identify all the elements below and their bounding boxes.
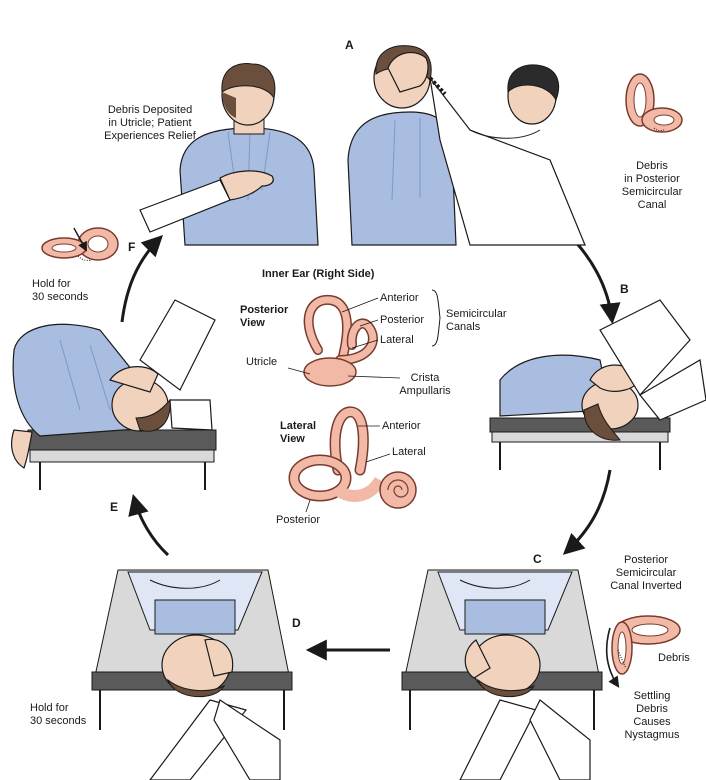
step-label-a: A: [345, 38, 354, 52]
ear-icon-canal-inverted: [605, 615, 681, 688]
step-label-f: F: [128, 240, 136, 254]
label-debris-c: Debris: [658, 652, 690, 664]
ear-icon-debris-posterior: [625, 73, 683, 133]
label-hold-f: Hold for 30 seconds: [32, 278, 89, 303]
ear-icon-debris-utricle: [41, 227, 119, 261]
label-crista-ampullaris: Crista Ampullaris: [399, 372, 451, 397]
panel-e-lying-on-side: [11, 299, 217, 490]
step-label-d: D: [292, 616, 301, 630]
panel-a-seated-patient-examiner: [347, 45, 586, 246]
inner-ear-lateral-view-diagram: [288, 406, 417, 513]
label-anterior-lateral-view: Anterior: [382, 420, 421, 432]
label-lateral-view: Lateral View: [280, 420, 317, 445]
label-semicircular-canals: Semicircular Canals: [446, 308, 507, 333]
step-label-e: E: [110, 500, 119, 514]
step-label-c: C: [533, 552, 542, 566]
label-lateral-posterior-view: Lateral: [380, 334, 414, 346]
panel-b-supine-head-hanging: [489, 299, 706, 470]
arrow-e-to-f: [120, 235, 163, 323]
label-posterior-posterior-view: Posterior: [380, 314, 425, 326]
label-lateral-lateral-view: Lateral: [392, 446, 426, 458]
inner-ear-posterior-view-diagram: [287, 289, 441, 387]
panel-f-seated-patient: [139, 63, 319, 246]
label-posterior-view: Posterior View: [240, 304, 289, 329]
arrow-b-to-c: [562, 469, 612, 555]
label-debris-deposited: Debris Deposited in Utricle; Patient Exp…: [104, 104, 196, 142]
label-canal-inverted: Posterior Semicircular Canal Inverted: [610, 554, 682, 592]
label-hold-d: Hold for 30 seconds: [30, 702, 87, 727]
label-settling-debris: Settling Debris Causes Nystagmus: [624, 690, 680, 741]
arrow-d-to-e: [128, 493, 170, 557]
label-anterior-posterior-view: Anterior: [380, 292, 419, 304]
panel-d-head-turned-top-view: [91, 569, 293, 780]
step-label-b: B: [620, 282, 629, 296]
label-posterior-lateral-view: Posterior: [276, 514, 321, 526]
label-utricle: Utricle: [246, 356, 278, 368]
inner-ear-title: Inner Ear (Right Side): [262, 268, 375, 280]
label-debris-posterior-canal: Debris in Posterior Semicircular Canal: [621, 160, 683, 211]
panel-c-head-turned-top-view: [401, 569, 603, 780]
